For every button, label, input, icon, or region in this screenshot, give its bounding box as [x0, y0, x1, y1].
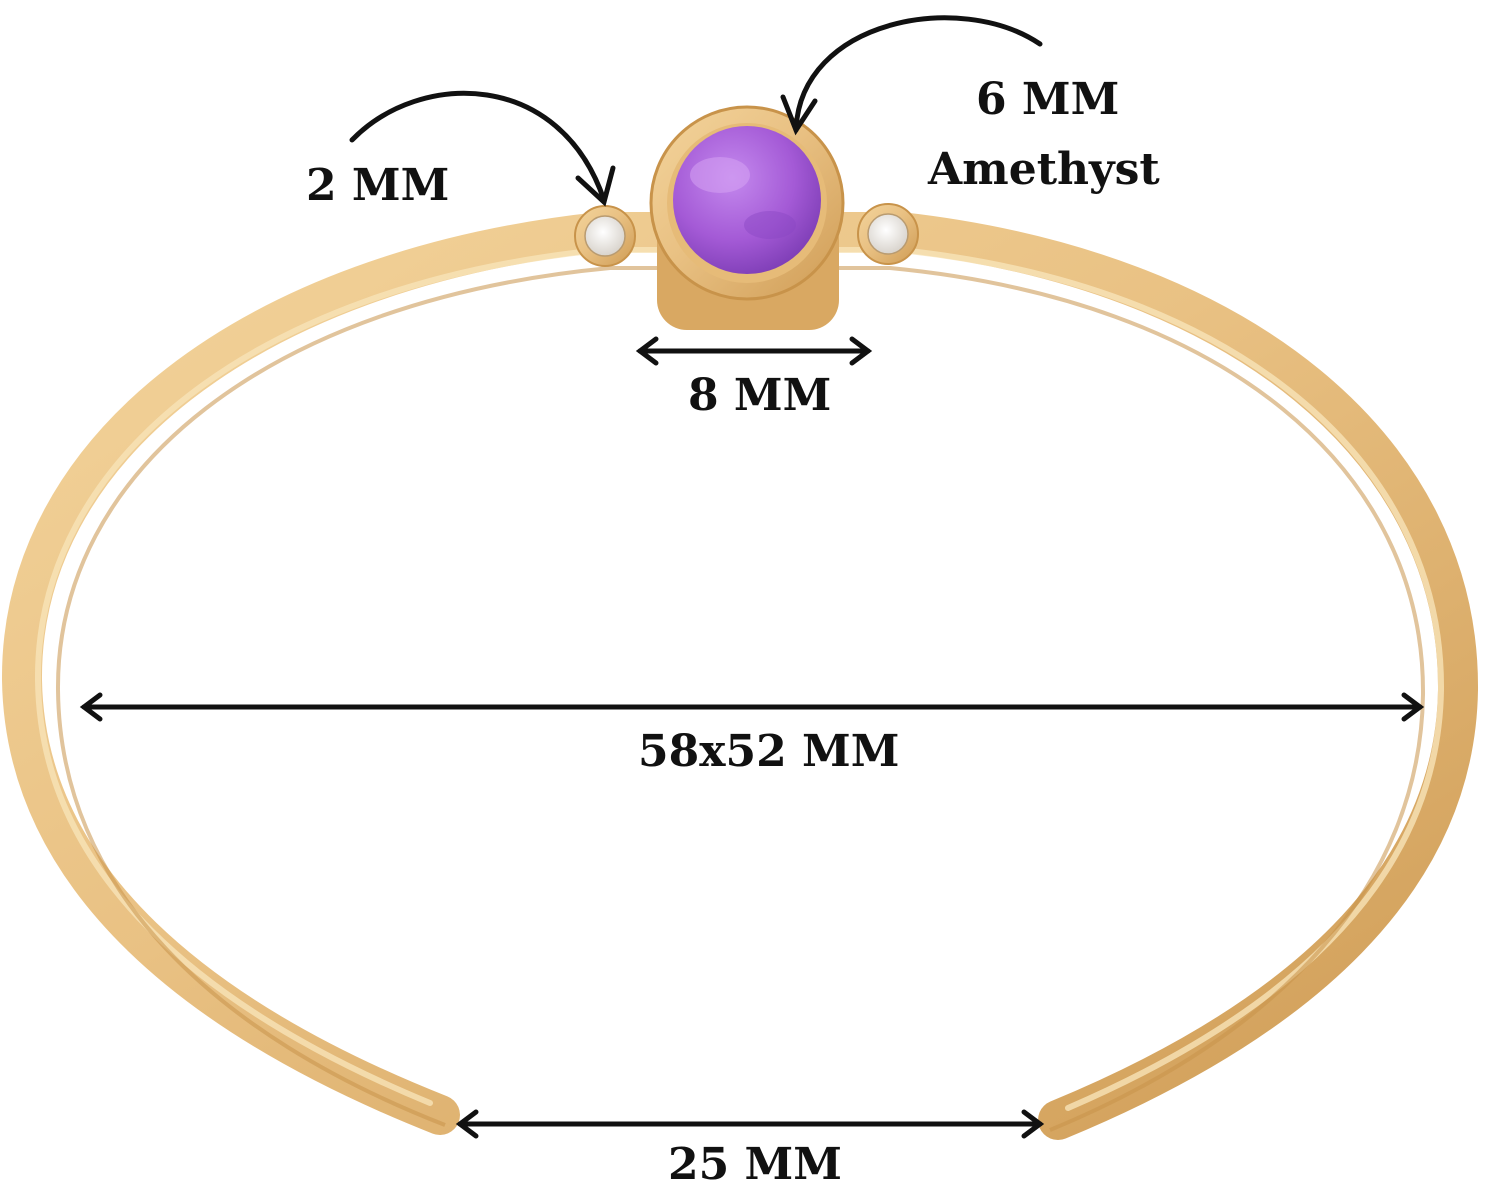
side-stone-right — [857, 203, 919, 265]
arrow-58x52mm — [79, 692, 1425, 722]
opening-gap-label: 25 MM — [668, 1139, 842, 1190]
center-stone-name-label: Amethyst — [928, 144, 1160, 195]
side-stone-left — [574, 205, 636, 267]
side-stone-size-label: 2 MM — [306, 160, 450, 211]
center-stone-size-label: 6 MM — [976, 74, 1120, 125]
bezel-width-label: 8 MM — [688, 370, 832, 421]
arrow-2mm — [349, 90, 616, 207]
arrow-25mm — [455, 1109, 1045, 1139]
arrow-8mm — [635, 336, 873, 366]
inner-diameter-label: 58x52 MM — [638, 726, 900, 777]
arrow-6mm — [780, 15, 1043, 136]
amethyst-stone — [673, 126, 821, 274]
